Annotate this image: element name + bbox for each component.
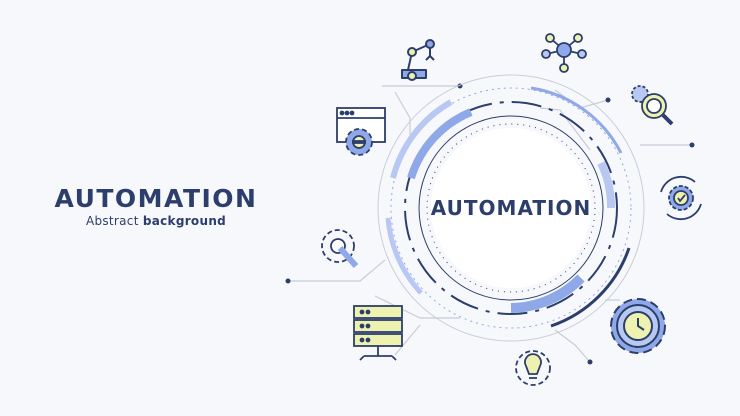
server-rack-icon <box>353 305 403 361</box>
robot-arm-icon <box>401 39 435 81</box>
center-label: AUTOMATION <box>430 196 592 220</box>
wrench-gear-icon <box>321 229 359 268</box>
clock-gear-icon <box>610 298 666 354</box>
center-ring <box>377 74 645 342</box>
headline-title: AUTOMATION <box>54 184 258 213</box>
lightbulb-gear-icon <box>515 350 551 386</box>
network-nodes-icon <box>541 33 587 73</box>
connector-dots <box>285 83 695 365</box>
subtitle-part2: background <box>142 214 227 228</box>
browser-gear-icon <box>336 107 386 156</box>
gear-search-icon <box>631 85 674 126</box>
subtitle-part1: Abstract <box>85 214 139 228</box>
headline-subtitle: Abstract background <box>46 214 266 228</box>
cycle-check-gear-icon <box>660 175 702 221</box>
